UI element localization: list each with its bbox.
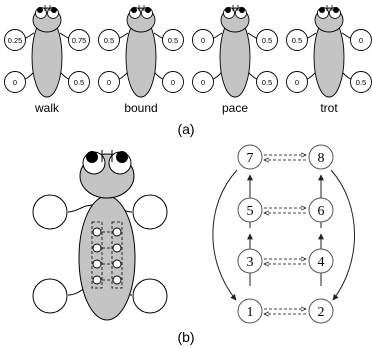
curve-arrow-7-to-1 [212, 169, 238, 301]
graph-node-5: 5 [237, 197, 263, 223]
graph-node-1: 1 [237, 298, 263, 324]
foot-hind-left: 0 [286, 71, 308, 93]
oscillator-node [112, 227, 122, 237]
phase-value: 0 [171, 78, 175, 87]
foot-front-left: 0.5 [286, 29, 308, 51]
graph-node-2: 2 [308, 298, 334, 324]
graph-node-7: 7 [237, 144, 263, 170]
coupling-graph: 7 8 5 6 3 4 1 2 [212, 144, 355, 324]
phase-value: 0.5 [168, 36, 178, 45]
left-pupil [319, 7, 325, 13]
robot-body [78, 195, 136, 321]
foot-front-left: 0.5 [98, 29, 120, 51]
foot-front-right: 0.5 [256, 29, 278, 51]
foot-front-left: 0 [192, 29, 214, 51]
foot-hind-left: 0 [192, 71, 214, 93]
right-pupil [333, 7, 339, 13]
phase-value: 0.5 [292, 36, 302, 45]
oscillator-node [92, 275, 102, 285]
gait-name: bound [124, 101, 157, 115]
gait-robot-pace: 0 0.5 0 0.5 pace [192, 5, 278, 115]
phase-value: 0 [107, 78, 111, 87]
left-pupil [131, 7, 137, 13]
foot-front-right: 0.75 [68, 29, 90, 51]
leg-link-front-left [67, 203, 99, 213]
graph-node-label: 6 [318, 204, 325, 219]
foot-hind-right: 0.5 [68, 71, 90, 93]
graph-node-6: 6 [308, 197, 334, 223]
panel-a-caption: (a) [177, 121, 194, 137]
oscillator-node [112, 243, 122, 253]
graph-node-8: 8 [308, 144, 334, 170]
robot-diagram [32, 150, 168, 321]
gait-name: trot [320, 101, 338, 115]
phase-value: 0.5 [262, 36, 272, 45]
foot-hind-left: 0 [98, 71, 120, 93]
foot-front-left: 0.25 [4, 29, 26, 51]
phase-value: 0 [201, 78, 205, 87]
oscillator-node [92, 243, 102, 253]
foot-hind-right [132, 278, 168, 314]
curve-arrow-8-to-2 [330, 169, 355, 301]
left-pupil [86, 151, 98, 163]
foot-front-right: 0.5 [162, 29, 184, 51]
graph-node-3: 3 [237, 248, 263, 274]
oscillator-node [112, 259, 122, 269]
phase-value: 0.75 [72, 36, 87, 45]
gait-name: walk [34, 101, 60, 115]
graph-node-label: 7 [247, 151, 254, 166]
oscillator-node [112, 275, 122, 285]
foot-hind-right: 0.5 [350, 71, 372, 93]
network-lane-left [91, 221, 103, 289]
graph-node-label: 2 [318, 305, 325, 320]
graph-node-4: 4 [308, 248, 334, 274]
foot-hind-left [32, 278, 68, 314]
gait-robot-trot: 0.5 0 0 0.5 trot [286, 5, 372, 115]
network-lane-right [111, 221, 123, 289]
phase-value: 0 [359, 36, 363, 45]
oscillator-node [92, 227, 102, 237]
gait-robot-bound: 0.5 0.5 0 0 bound [98, 5, 184, 115]
foot-front-right [132, 194, 168, 230]
foot-hind-right: 0.5 [256, 71, 278, 93]
phase-value: 0.25 [8, 36, 23, 45]
graph-node-label: 1 [247, 305, 254, 320]
graph-node-label: 3 [247, 255, 254, 270]
right-pupil [116, 151, 128, 163]
panel-a: 0.25 0.75 0 0.5 walk 0.5 0.5 0 0 bound 0 0.5 0 0.5 pac… [4, 5, 372, 115]
foot-hind-right: 0 [162, 71, 184, 93]
phase-value: 0.5 [104, 36, 114, 45]
foot-front-left [32, 194, 68, 230]
gait-robot-walk: 0.25 0.75 0 0.5 walk [4, 5, 90, 115]
left-pupil [225, 7, 231, 13]
oscillator-node [92, 259, 102, 269]
right-pupil [239, 7, 245, 13]
phase-value: 0 [295, 78, 299, 87]
phase-value: 0.5 [74, 78, 84, 87]
right-pupil [145, 7, 151, 13]
phase-value: 0.5 [262, 78, 272, 87]
graph-node-label: 4 [318, 255, 325, 270]
phase-value: 0 [201, 36, 205, 45]
graph-node-label: 5 [247, 204, 254, 219]
foot-front-right: 0 [350, 29, 372, 51]
right-pupil [51, 7, 57, 13]
left-pupil [37, 7, 43, 13]
foot-hind-left: 0 [4, 71, 26, 93]
phase-value: 0.5 [356, 78, 366, 87]
panel-b-caption: (b) [177, 329, 194, 345]
phase-value: 0 [13, 78, 17, 87]
graph-node-label: 8 [318, 151, 325, 166]
gait-name: pace [222, 101, 248, 115]
